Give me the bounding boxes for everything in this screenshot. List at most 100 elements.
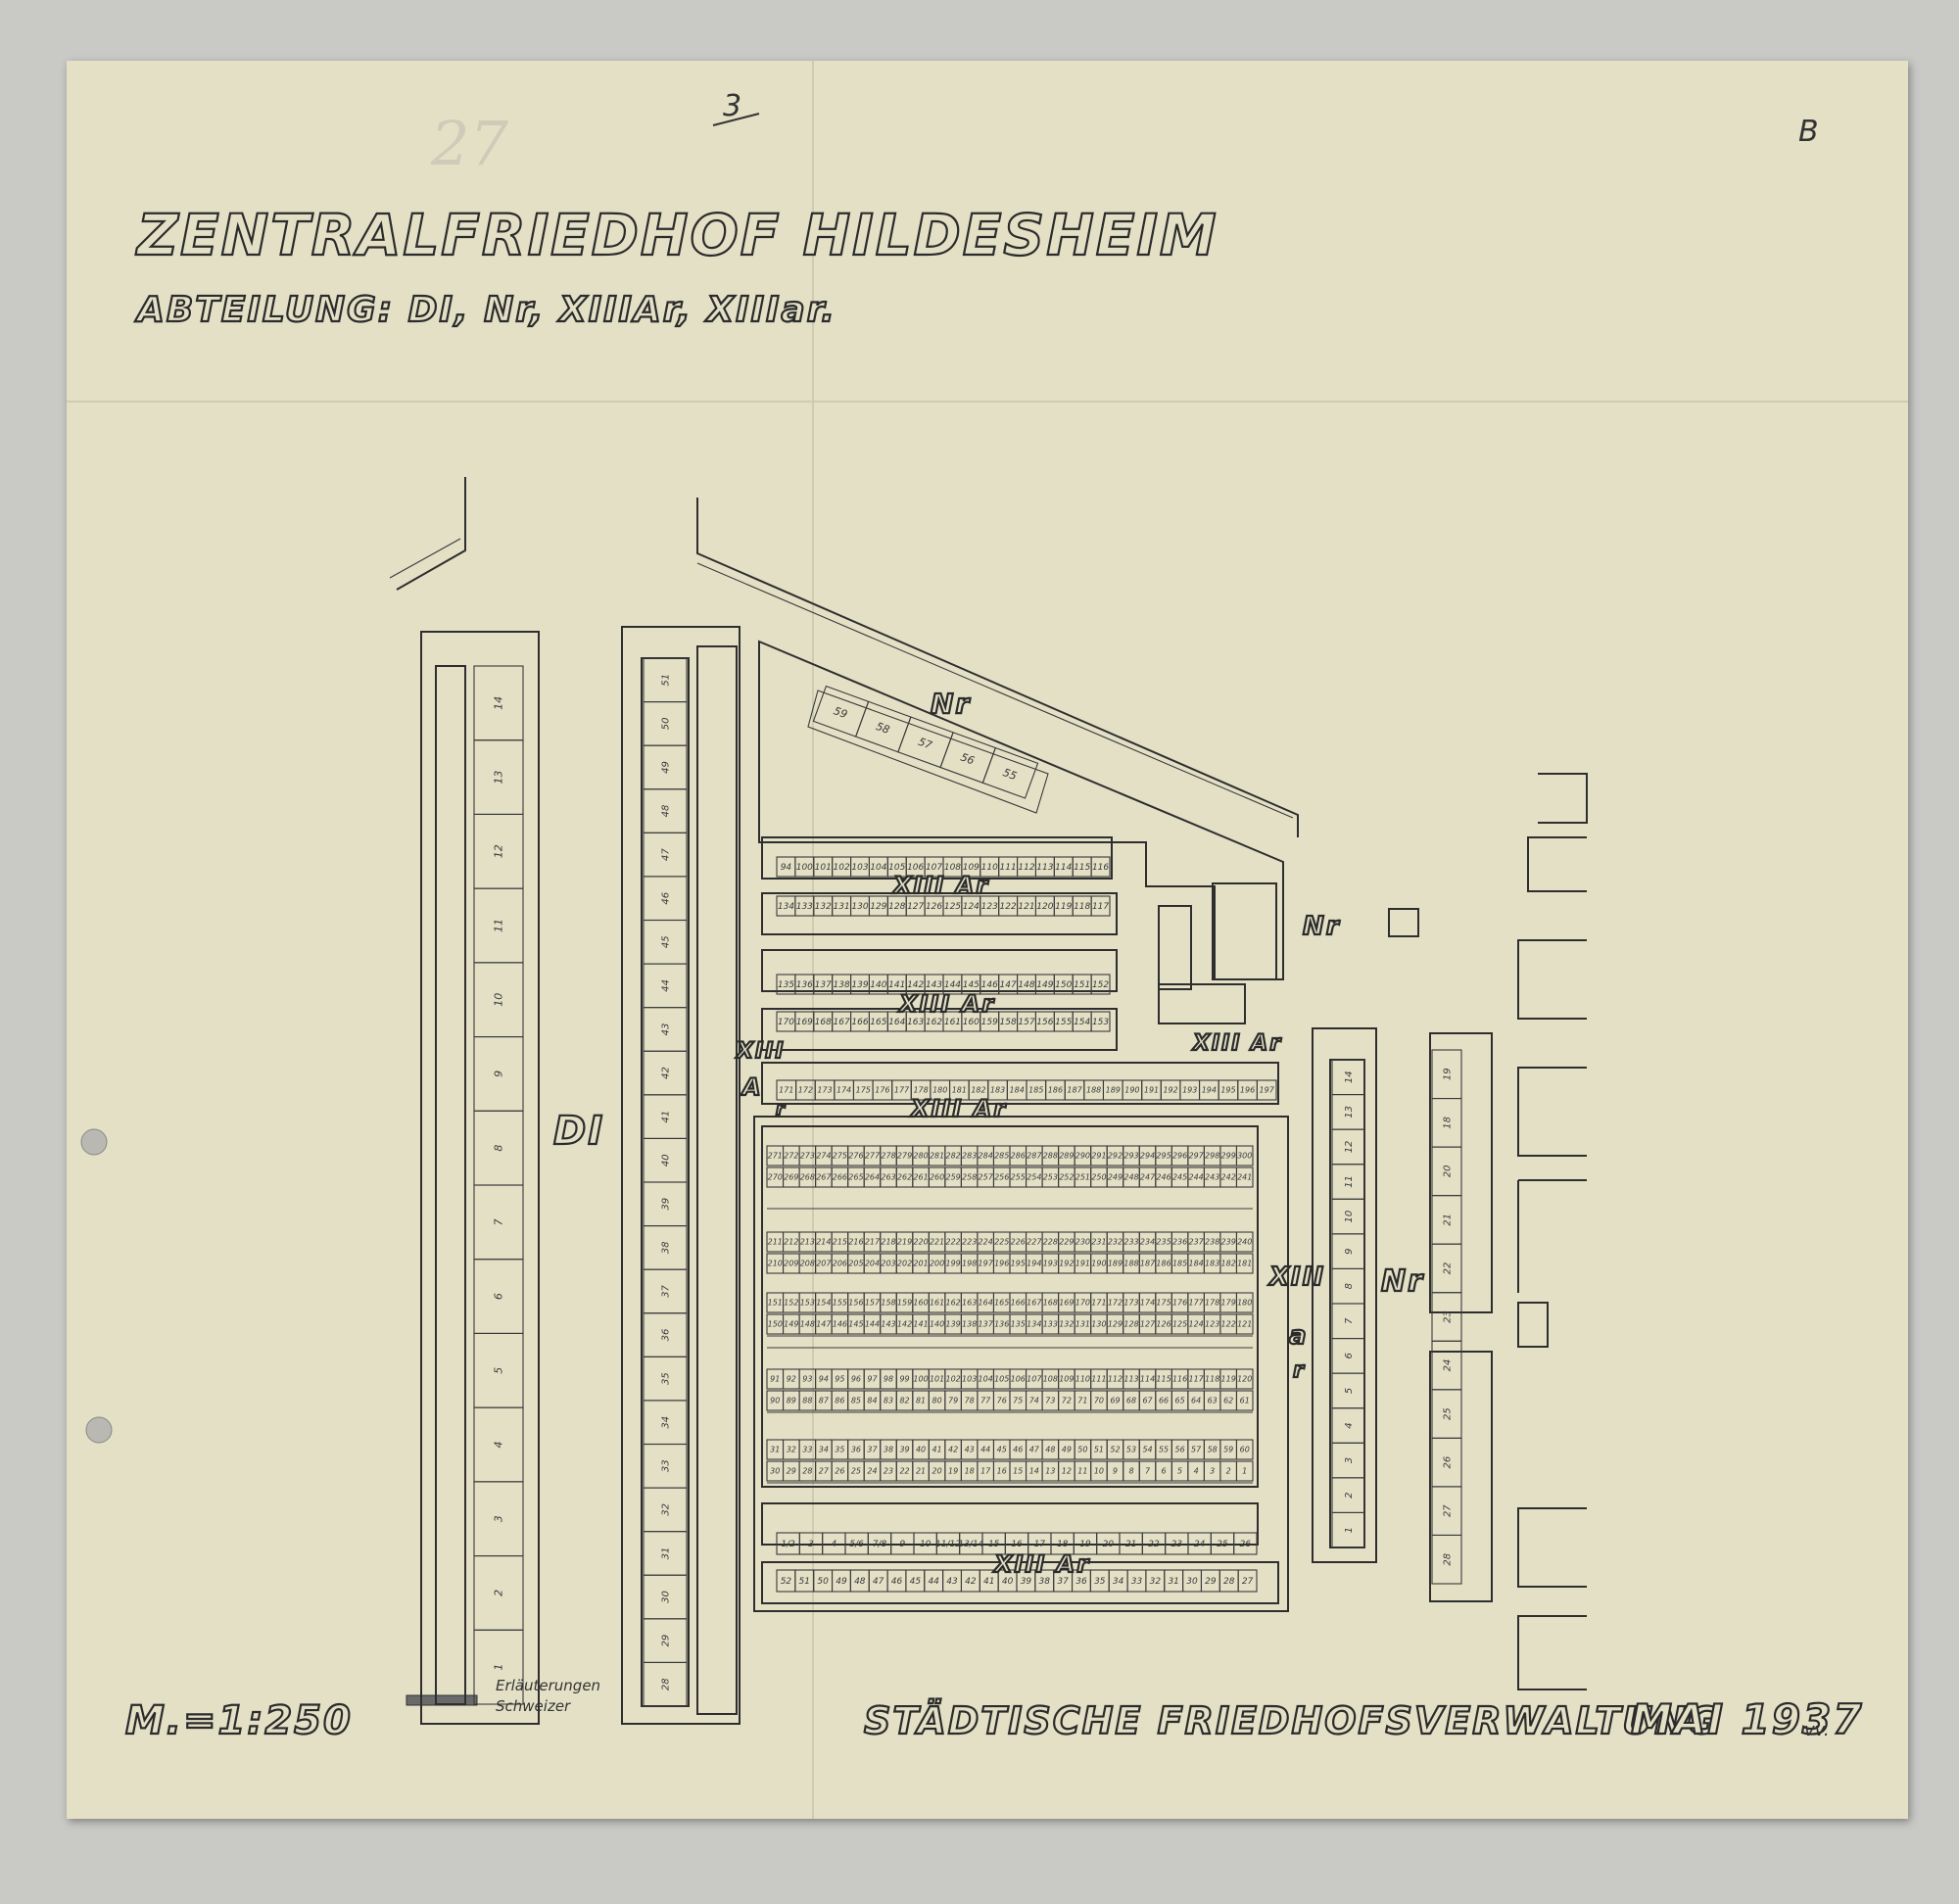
- block-row-6-number: 118: [1205, 1375, 1219, 1384]
- block-row-3-number: 205: [848, 1260, 863, 1268]
- di-col1-number: 4: [493, 1442, 505, 1449]
- row-135-number: 142: [907, 980, 924, 990]
- block-row-5-number: 121: [1237, 1320, 1252, 1329]
- block-row-8-number: 52: [1110, 1446, 1120, 1454]
- block-row-6-number: 95: [835, 1375, 844, 1384]
- block-row-9-number: 2: [1226, 1467, 1231, 1476]
- block-row-2-number: 221: [930, 1238, 944, 1247]
- block-row-2-number: 224: [979, 1238, 993, 1247]
- di-col1-number: 1: [493, 1664, 505, 1671]
- di-col1-number: 10: [493, 993, 505, 1007]
- block-row-3-number: 202: [897, 1260, 912, 1268]
- block-row-6-number: 109: [1059, 1375, 1074, 1384]
- block-row-9-number: 23: [884, 1467, 893, 1476]
- block-row-8-number: 31: [770, 1446, 780, 1454]
- block-row-7-number: 70: [1094, 1397, 1104, 1405]
- date-label: MAI 1937: [1631, 1695, 1863, 1743]
- block-row-6-number: 98: [884, 1375, 893, 1384]
- section-xiii-left-a: XIII: [735, 1039, 786, 1064]
- block-row-3-number: 193: [1043, 1260, 1058, 1268]
- row-134-number: 127: [907, 902, 924, 912]
- strip-52-number: 39: [1021, 1577, 1032, 1587]
- block-row-4-number: 173: [1123, 1299, 1138, 1308]
- row-134-number: 126: [926, 902, 942, 912]
- nr-right-col-number: 26: [1442, 1456, 1453, 1469]
- nr-right-col-number: 27: [1442, 1504, 1453, 1517]
- strip-1-number: 3: [808, 1540, 814, 1549]
- row-94-number: 111: [1000, 863, 1017, 873]
- row-134-number: 125: [944, 902, 961, 912]
- block-row-1-number: 259: [945, 1173, 960, 1182]
- row-171-number: 180: [932, 1086, 947, 1095]
- row-134-number: 130: [851, 902, 868, 912]
- section-nr-right: Nr: [1381, 1264, 1424, 1299]
- di-col2-number: 38: [660, 1242, 671, 1255]
- block-row-6-cell: [1235, 1368, 1254, 1390]
- block-row-5-number: 147: [816, 1320, 832, 1329]
- block-row-1-number: 261: [913, 1173, 928, 1182]
- block-row-6-number: 104: [979, 1375, 993, 1384]
- block-row-7-number: 76: [997, 1397, 1007, 1405]
- di-col1-cell: [473, 1629, 524, 1705]
- block-row-1-number: 255: [1011, 1173, 1026, 1182]
- block-row-0-number: 286: [1011, 1152, 1026, 1161]
- block-row-2-number: 212: [784, 1238, 798, 1247]
- block-row-7-number: 66: [1159, 1397, 1169, 1405]
- block-row-9-number: 4: [1194, 1467, 1199, 1476]
- row-94-number: 108: [944, 863, 961, 873]
- block-row-4-number: 152: [784, 1299, 798, 1308]
- strip-52-number: 47: [873, 1577, 884, 1587]
- row-94-number: 113: [1036, 863, 1053, 873]
- block-row-7-number: 90: [770, 1397, 780, 1405]
- row-135-cell: [1090, 974, 1111, 995]
- row-170-number: 163: [907, 1018, 924, 1027]
- strip-52-number: 43: [946, 1577, 958, 1587]
- block-row-9-number: 12: [1062, 1467, 1072, 1476]
- block-row-8-cell: [1235, 1439, 1254, 1460]
- block-row-1-number: 248: [1123, 1173, 1138, 1182]
- strip-1-number: 9: [899, 1540, 905, 1549]
- block-row-0-number: 285: [994, 1152, 1009, 1161]
- block-row-4-number: 161: [930, 1299, 944, 1308]
- row-94-number: 104: [870, 863, 886, 873]
- punch-hole: [85, 1416, 113, 1444]
- xiii-vertical-number: 10: [1344, 1211, 1355, 1223]
- block-row-7-number: 74: [1029, 1397, 1039, 1405]
- block-row-1-number: 260: [930, 1173, 944, 1182]
- block-row-4-number: 175: [1156, 1299, 1171, 1308]
- block-row-1-number: 252: [1059, 1173, 1074, 1182]
- block-row-7-number: 63: [1208, 1397, 1218, 1405]
- block-row-2-number: 214: [816, 1238, 831, 1247]
- block-row-6-number: 94: [819, 1375, 829, 1384]
- block-row-5-number: 128: [1123, 1320, 1138, 1329]
- nr-right-col-cell: [1431, 1534, 1462, 1585]
- block-row-7-number: 61: [1240, 1397, 1250, 1405]
- block-row-9-number: 21: [916, 1467, 926, 1476]
- block-row-2-number: 235: [1156, 1238, 1171, 1247]
- block-row-9-cell: [1235, 1460, 1254, 1482]
- block-row-1-number: 251: [1075, 1173, 1090, 1182]
- block-row-3-number: 206: [833, 1260, 847, 1268]
- block-row-9-number: 9: [1113, 1467, 1118, 1476]
- block-row-3-number: 184: [1188, 1260, 1203, 1268]
- strip-1-cell: [1233, 1532, 1258, 1555]
- row-171-number: 178: [913, 1086, 928, 1095]
- block-row-6-number: 102: [945, 1375, 960, 1384]
- block-row-1-number: 270: [768, 1173, 783, 1182]
- strip-1-number: 26: [1240, 1540, 1252, 1549]
- row-94-cell: [1090, 856, 1111, 878]
- block-row-0-number: 276: [848, 1152, 863, 1161]
- di-col2-number: 39: [660, 1198, 671, 1211]
- block-row-5-number: 131: [1075, 1320, 1090, 1329]
- strip-52-number: 51: [799, 1577, 810, 1587]
- block-row-2-number: 218: [881, 1238, 895, 1247]
- row-171-number: 197: [1260, 1086, 1275, 1095]
- block-row-6-number: 97: [867, 1375, 878, 1384]
- row-170-number: 160: [963, 1018, 980, 1027]
- row-134-number: 134: [778, 902, 794, 912]
- row-170-number: 169: [796, 1018, 813, 1027]
- di-col1-number: 11: [493, 919, 505, 932]
- block-row-2-number: 238: [1205, 1238, 1219, 1247]
- block-row-1-number: 269: [784, 1173, 798, 1182]
- block-row-9-number: 20: [932, 1467, 942, 1476]
